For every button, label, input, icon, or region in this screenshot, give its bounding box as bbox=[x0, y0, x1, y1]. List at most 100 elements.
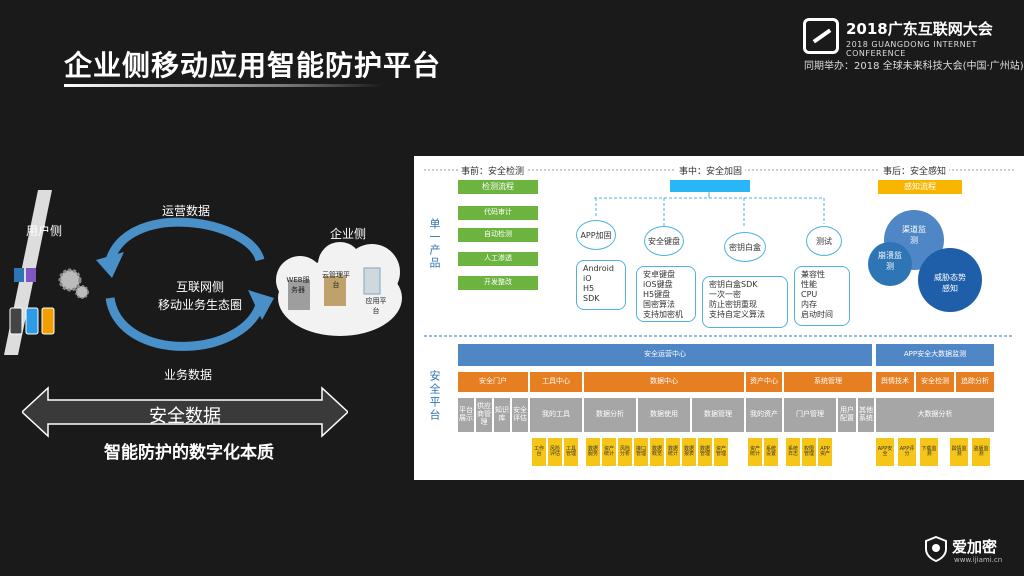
test-list: 兼容性 性能 CPU 内存 启动时间 bbox=[794, 266, 850, 326]
orange-module: 数据中心 bbox=[584, 372, 744, 392]
harden-list: Android iO H5 SDK bbox=[576, 260, 626, 310]
list-item: SDK bbox=[583, 294, 600, 303]
brand-name: 爱加密 bbox=[952, 538, 998, 556]
detect-step: 自动检测 bbox=[458, 228, 538, 242]
digital-essence-label: 智能防护的数字化本质 bbox=[104, 443, 274, 463]
list-item: H5键盘 bbox=[643, 290, 671, 299]
panel-lines bbox=[424, 169, 1014, 337]
yellow-module: 下载监测 bbox=[920, 438, 938, 466]
gear-icon bbox=[918, 248, 982, 312]
orange-module: 追踪分析 bbox=[956, 372, 994, 392]
gray-module: 门户管理 bbox=[784, 398, 836, 432]
yellow-module: 接口管理 bbox=[634, 438, 648, 466]
app-harden-node: APP加固 bbox=[576, 220, 616, 250]
center-line1: 互联网侧 bbox=[175, 280, 224, 294]
gear-label: 崩溃监测 bbox=[878, 251, 902, 271]
yellow-module: 工作台 bbox=[532, 438, 546, 466]
biz-arrow bbox=[105, 296, 267, 351]
app-platform-label: 应用平台 bbox=[365, 297, 387, 315]
yellow-module: APP安全 bbox=[876, 438, 894, 466]
bigdata-bar: APP安全大数据监测 bbox=[876, 344, 994, 366]
device-icon bbox=[26, 268, 36, 282]
brand-url: www.ijiami.cn bbox=[954, 556, 1003, 564]
biz-arrow-head bbox=[248, 290, 274, 320]
orange-module: 系统管理 bbox=[784, 372, 872, 392]
user-side-label: 用户侧 bbox=[26, 224, 63, 238]
yellow-module: 数据管理 bbox=[698, 438, 712, 466]
gray-module: 平台展示 bbox=[458, 398, 474, 432]
gray-module: 知识库 bbox=[494, 398, 510, 432]
security-platform-label: 安全平台 bbox=[428, 370, 441, 422]
conference-name: 2018广东互联网大会 bbox=[846, 20, 993, 38]
list-item: 内存 bbox=[801, 300, 817, 309]
gear-icon bbox=[75, 285, 89, 299]
list-item: iOS键盘 bbox=[643, 280, 673, 289]
list-item: 性能 bbox=[801, 280, 817, 289]
security-data-arrow bbox=[22, 386, 348, 438]
detect-step: 开发整改 bbox=[458, 276, 538, 290]
web-server-label: WEB服务器 bbox=[286, 276, 310, 294]
phone-icon bbox=[9, 307, 23, 335]
slide-title: 企业侧移动应用智能防护平台 bbox=[64, 49, 442, 82]
title-underline bbox=[64, 84, 384, 87]
list-item: 启动时间 bbox=[801, 310, 833, 319]
enterprise-side-label: 企业侧 bbox=[330, 227, 367, 241]
detect-step: 代码审计 bbox=[458, 206, 538, 220]
ecosystem-diagram bbox=[4, 190, 402, 355]
yellow-module: 工具管理 bbox=[564, 438, 578, 466]
gray-module: 大数据分析 bbox=[876, 398, 994, 432]
shield-icon bbox=[925, 536, 947, 562]
list-item: 密钥白盒SDK bbox=[709, 280, 758, 289]
phase-during: 事中：安全加固 bbox=[676, 164, 746, 177]
yellow-module: 资产统计 bbox=[748, 438, 762, 466]
orange-module: 舆情技术 bbox=[876, 372, 914, 392]
conference-sub: 同期举办：2018 全球未来科技大会(中国·广州站) bbox=[804, 61, 1024, 72]
yellow-module: 风险分析 bbox=[618, 438, 632, 466]
phone-icon bbox=[41, 307, 55, 335]
ops-arrow bbox=[105, 217, 265, 262]
list-item: 安卓键盘 bbox=[643, 270, 675, 279]
phase-before: 事前：安全检测 bbox=[458, 164, 528, 177]
cloud-puff bbox=[318, 242, 362, 286]
platform-architecture-panel: 事前：安全检测 事中：安全加固 事后：安全感知 单一产品 安全平台 检测流程 代… bbox=[414, 156, 1024, 480]
conference-logo-icon bbox=[803, 18, 839, 54]
gear-label: 威胁态势感知 bbox=[934, 273, 966, 293]
list-item: CPU bbox=[801, 290, 818, 299]
whitebox-list: 密钥白盒SDK 一次一密 防止密钥重现 支持自定义算法 bbox=[702, 276, 788, 328]
ops-center-bar: 安全运营中心 bbox=[458, 344, 872, 366]
yellow-module: 数据报表 bbox=[682, 438, 696, 466]
yellow-module: 系统日志 bbox=[786, 438, 800, 466]
yellow-module: APP评分 bbox=[898, 438, 916, 466]
yellow-module: 盗版监测 bbox=[972, 438, 990, 466]
list-item: Android bbox=[583, 264, 614, 273]
gray-module: 其他系统 bbox=[858, 398, 874, 432]
harden-header-box bbox=[670, 180, 750, 192]
list-item: iO bbox=[583, 274, 592, 283]
yellow-module: 数据统计 bbox=[666, 438, 680, 466]
orange-module: 安全检测 bbox=[916, 372, 954, 392]
server-icon bbox=[324, 276, 346, 306]
gray-module: 我的工具 bbox=[530, 398, 582, 432]
secure-keyboard-node: 安全键盘 bbox=[644, 226, 684, 256]
ops-arrow-head bbox=[96, 252, 124, 278]
gray-module: 供应商管理 bbox=[476, 398, 492, 432]
security-data-label: 安全数据 bbox=[149, 406, 221, 427]
list-item: 防止密钥重现 bbox=[709, 300, 757, 309]
test-node: 测试 bbox=[806, 226, 842, 256]
center-line2: 移动业务生态圈 bbox=[157, 298, 242, 312]
orange-module: 资产中心 bbox=[746, 372, 782, 392]
yellow-module: 权限管理 bbox=[802, 438, 816, 466]
gray-module: 安全评估 bbox=[512, 398, 528, 432]
gray-module: 我的资产 bbox=[746, 398, 782, 432]
gray-module: 数据分析 bbox=[584, 398, 636, 432]
phone-icon bbox=[25, 307, 39, 335]
list-item: 兼容性 bbox=[801, 270, 825, 279]
conference-english: 2018 GUANGDONG INTERNET CONFERENCE bbox=[846, 40, 978, 58]
mgmt-platform-label: 云管理平台 bbox=[322, 271, 350, 289]
list-item: 支持自定义算法 bbox=[709, 310, 765, 319]
gear-icon bbox=[58, 268, 82, 292]
biz-data-label: 业务数据 bbox=[164, 368, 213, 382]
detect-flow-title: 检测流程 bbox=[458, 180, 538, 194]
list-item: 一次一密 bbox=[709, 290, 741, 299]
device-icon bbox=[14, 268, 24, 282]
